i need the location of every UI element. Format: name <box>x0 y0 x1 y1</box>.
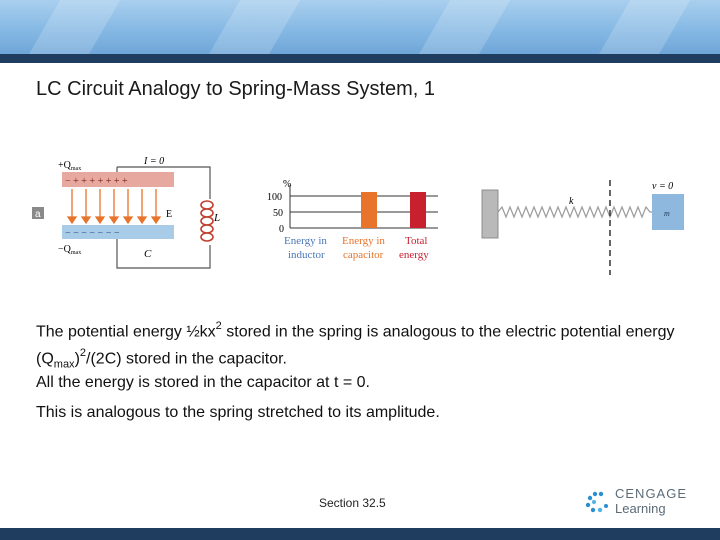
bar-label-capacitor-2: capacitor <box>343 249 384 261</box>
logo-word-learning: Learning <box>615 501 666 516</box>
header-bar <box>0 54 720 63</box>
capacitor-label: C <box>144 248 152 260</box>
cengage-logo: CENGAGE Learning <box>584 486 694 518</box>
panel-label-box <box>32 207 44 219</box>
electric-field-arrows <box>66 189 162 225</box>
top-charge-label: +Qmax <box>58 160 81 172</box>
bar-label-capacitor-1: Energy in <box>342 235 385 247</box>
inductor-label: L <box>213 212 220 224</box>
panel-label: a <box>35 209 41 220</box>
chart-tick-0: 0 <box>279 224 284 235</box>
bar-label-inductor-1: Energy in <box>284 235 327 247</box>
bottom-charge-label: −Qmax <box>58 244 81 256</box>
cengage-logo-mark-icon <box>585 491 608 513</box>
paragraph-spring-analogy: This is analogous to the spring stretche… <box>36 404 440 421</box>
spring <box>497 205 652 219</box>
velocity-label: v = 0 <box>652 181 673 192</box>
spring-mass-system: k v = 0 m <box>481 180 684 275</box>
mass-block <box>652 194 684 230</box>
spring-constant-label: k <box>569 196 574 207</box>
paragraph-potential-energy: The potential energy ½kx2 stored in the … <box>36 320 675 371</box>
chart-tick-100: 100 <box>267 192 282 203</box>
wall <box>481 189 499 239</box>
chart-tick-50: 50 <box>273 208 283 219</box>
header-banner <box>0 0 720 54</box>
inductor-coil <box>200 200 214 242</box>
capacitor-top-plate <box>62 172 174 187</box>
bar-label-total-1: Total <box>405 235 427 247</box>
bar-label-total-2: energy <box>399 249 429 261</box>
bar-total <box>410 192 426 228</box>
logo-word-cengage: CENGAGE <box>615 486 688 501</box>
paragraph-capacitor-energy: All the energy is stored in the capacito… <box>36 374 370 391</box>
footer-bar <box>0 528 720 540</box>
current-label: I = 0 <box>143 156 164 167</box>
energy-bar-chart: % 100 50 0 Energy in inductor Energy in … <box>267 179 438 261</box>
capacitor-bottom-plate <box>62 225 174 239</box>
section-footer: Section 32.5 <box>319 496 386 510</box>
bar-label-inductor-2: inductor <box>288 249 325 261</box>
mass-label: m <box>664 209 670 218</box>
chart-unit-label: % <box>283 179 291 190</box>
lc-spring-figure: a − + + + + + + + − − − − − − − +Qmax −Q… <box>32 155 692 280</box>
slide-title: LC Circuit Analogy to Spring-Mass System… <box>36 78 436 100</box>
field-label: E <box>166 209 172 220</box>
bar-capacitor <box>361 192 377 228</box>
bottom-plate-signs: − − − − − − − <box>65 228 120 239</box>
figure-svg: a − + + + + + + + − − − − − − − +Qmax −Q… <box>32 156 684 275</box>
top-plate-signs: − + + + + + + + <box>65 176 128 187</box>
